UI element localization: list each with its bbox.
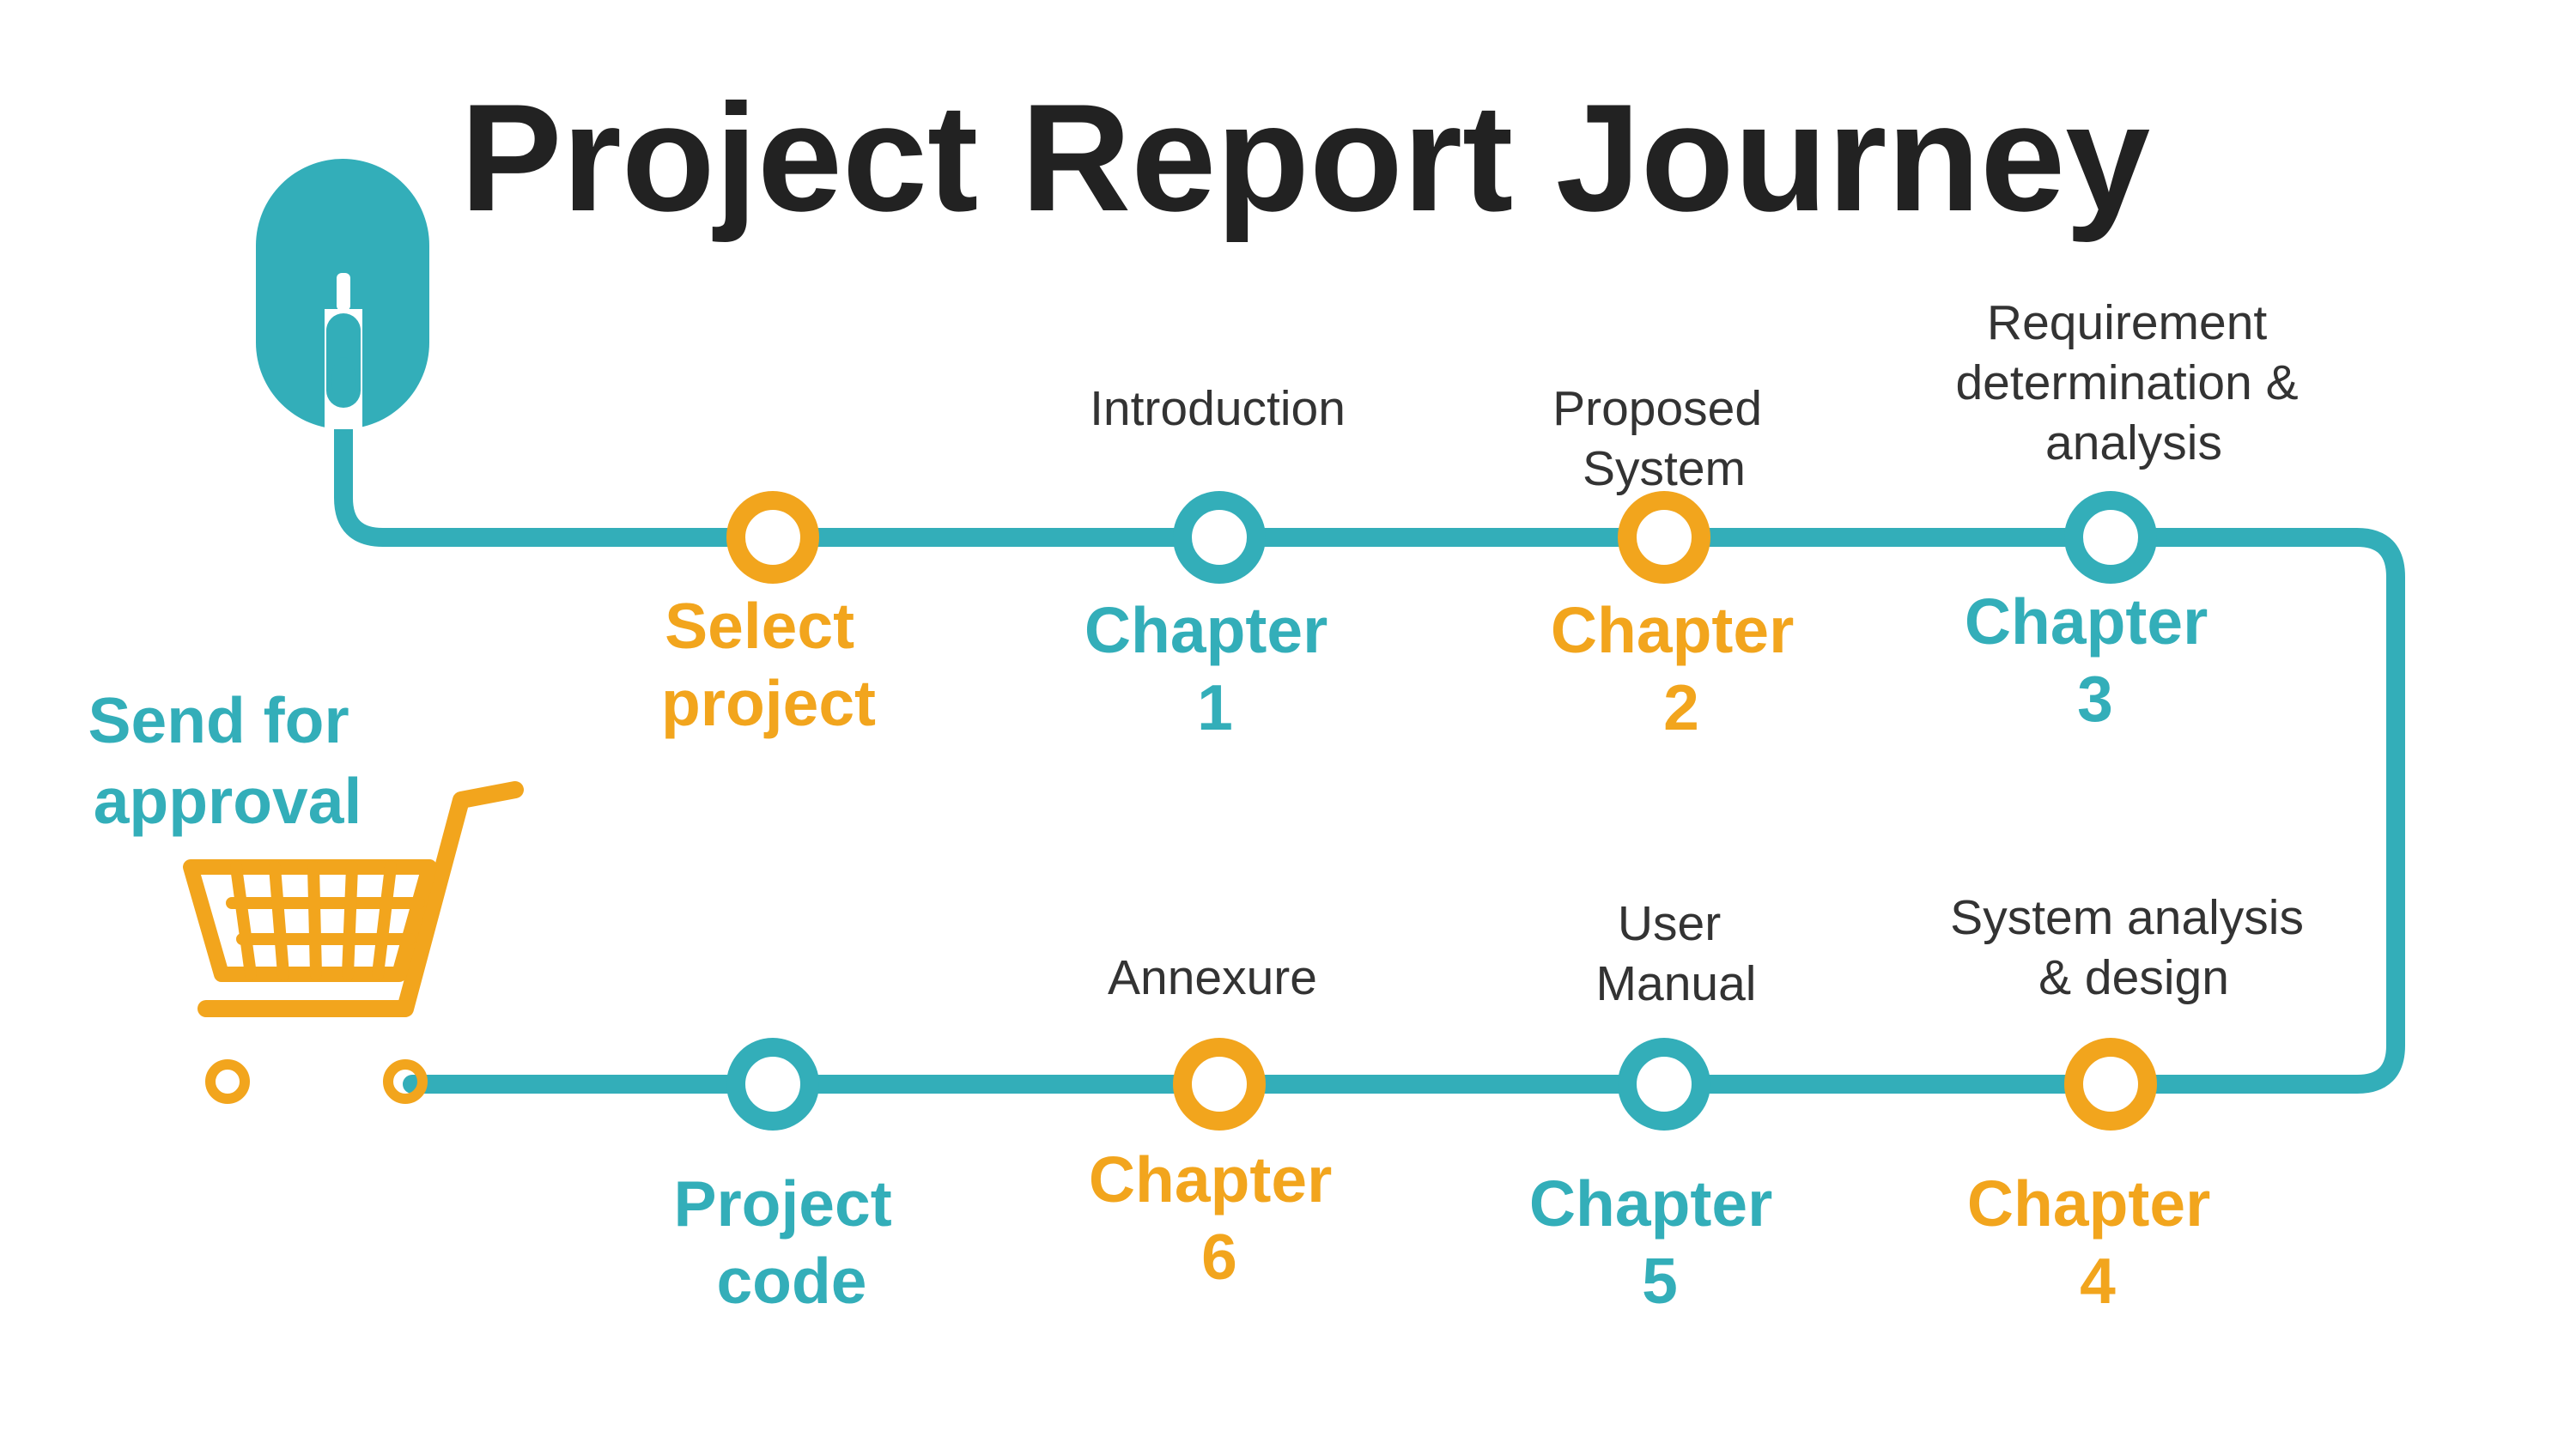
stage-node [1173,491,1266,584]
stage-label: Chapter 6 [1089,1143,1350,1293]
stage-node [1173,1038,1266,1131]
stage-node [726,1038,819,1131]
stage-node [2064,491,2157,584]
stage-description: Annexure [1108,950,1317,1005]
stage-chapter-4: System analysis & design Chapter 4 [1950,890,2318,1317]
stage-chapter-2: Proposed System Chapter 2 [1551,381,1812,743]
stage-description: System analysis & design [1950,890,2318,1005]
journey-path [334,420,2405,1094]
stage-description: User Manual [1596,896,1757,1011]
stage-chapter-3: Requirement determination & analysis Cha… [1955,295,2312,735]
page-title: Project Report Journey [460,72,2150,243]
stage-description: Requirement determination & analysis [1955,295,2312,470]
stage-select-project: Select project [661,491,876,739]
stage-label: Select project [661,590,876,739]
stage-label: Chapter 4 [1967,1167,2228,1317]
stage-node [2064,1038,2157,1131]
stage-label: Chapter 3 [1965,585,2226,735]
shopping-cart-icon [183,781,524,1104]
stage-description: Proposed System [1552,381,1776,496]
stage-description: Introduction [1090,381,1346,436]
mouse-icon [256,159,429,429]
stage-label: Chapter 2 [1551,594,1812,743]
stage-label: Chapter 5 [1529,1167,1790,1317]
stage-chapter-5: User Manual Chapter 5 [1529,896,1790,1317]
stage-node [726,491,819,584]
stage-chapter-1: Introduction Chapter 1 [1084,381,1346,743]
stage-project-code: Project code [673,1038,909,1317]
stage-chapter-6: Annexure Chapter 6 [1089,950,1350,1293]
stage-label: Project code [673,1167,909,1317]
stage-node [1618,1038,1710,1131]
send-for-approval-label: Send for approval [88,684,367,837]
stage-label: Chapter 1 [1084,594,1346,743]
stage-node [1618,491,1710,584]
